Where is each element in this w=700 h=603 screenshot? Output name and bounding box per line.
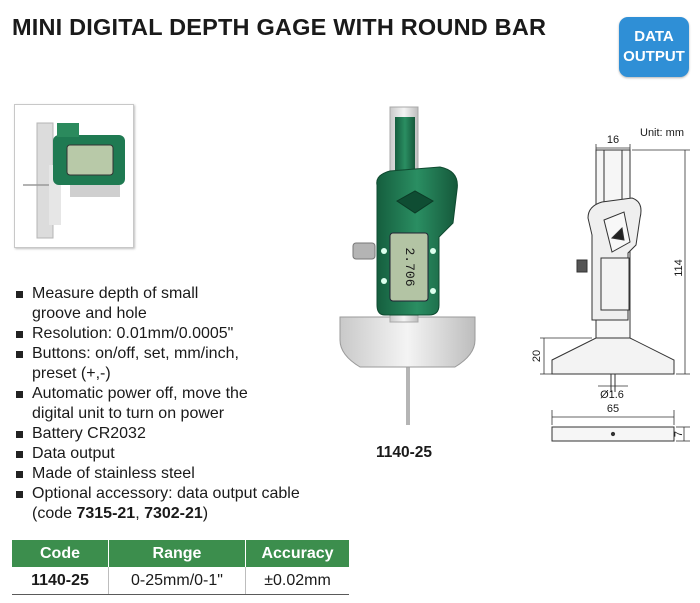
dim-top-width: 16 xyxy=(607,134,619,146)
header-accuracy: Accuracy xyxy=(245,540,349,567)
dim-total-height: 114 xyxy=(673,259,685,277)
header-range: Range xyxy=(108,540,246,567)
dim-base-height: 20 xyxy=(531,350,543,362)
data-output-badge: DATA OUTPUT xyxy=(619,17,689,77)
base-block xyxy=(339,316,476,368)
feature-list: Measure depth of small groove and hole R… xyxy=(14,284,332,524)
accessory-separator: , xyxy=(135,505,145,522)
accessory-suffix: ) xyxy=(202,505,209,522)
page-title: MINI DIGITAL DEPTH GAGE WITH ROUND BAR xyxy=(12,14,547,40)
lcd-reading: 2.706 xyxy=(402,247,417,286)
feature-item: Measure depth of small groove and hole xyxy=(14,284,332,324)
badge-line-2: OUTPUT xyxy=(623,48,685,65)
dim-base-width: 65 xyxy=(607,403,619,415)
set-button xyxy=(430,248,436,254)
model-label: 1140-25 xyxy=(376,444,433,461)
inset-product-photo xyxy=(14,104,134,248)
accessory-code-2: 7302-21 xyxy=(144,505,203,522)
dim-base-thickness: 7 xyxy=(673,431,685,437)
preset-button xyxy=(381,278,387,284)
cell-code: 1140-25 xyxy=(12,567,109,595)
feature-text: Resolution: 0.01mm/0.0005" xyxy=(32,325,234,342)
unit-label: Unit: mm xyxy=(640,127,684,139)
product-illustration: 2.706 xyxy=(339,106,476,425)
drawing-knob xyxy=(576,259,588,273)
feature-item: Battery CR2032 xyxy=(14,424,332,444)
drawing-base xyxy=(551,337,675,375)
feature-item: Optional accessory: data output cable (c… xyxy=(14,484,332,524)
feature-text: Buttons: on/off, set, mm/inch, preset (+… xyxy=(32,345,239,382)
spec-table-header-row: Code Range Accuracy xyxy=(12,540,349,567)
feature-text: Automatic power off, move the digital un… xyxy=(32,385,248,422)
table-row: 1140-25 0-25mm/0-1" ±0.02mm xyxy=(12,567,349,595)
mm-inch-button xyxy=(381,248,387,254)
feature-item: Data output xyxy=(14,444,332,464)
feature-item: Made of stainless steel xyxy=(14,464,332,484)
feature-item: Resolution: 0.01mm/0.0005" xyxy=(14,324,332,344)
spec-table: Code Range Accuracy 1140-25 0-25mm/0-1" … xyxy=(12,540,349,595)
feature-item: Automatic power off, move the digital un… xyxy=(14,384,332,424)
technical-drawing: 16 114 20 Ø1.6 65 7 xyxy=(531,134,690,442)
header-code: Code xyxy=(12,540,109,567)
on-off-button xyxy=(430,288,436,294)
cell-range: 0-25mm/0-1" xyxy=(108,567,246,595)
depth-rod xyxy=(406,340,410,425)
feature-text: Measure depth of small groove and hole xyxy=(32,285,199,322)
feature-item: Buttons: on/off, set, mm/inch, preset (+… xyxy=(14,344,332,384)
badge-line-1: DATA xyxy=(634,28,674,45)
side-knob xyxy=(352,242,376,260)
cell-accuracy: ±0.02mm xyxy=(245,567,349,595)
dim-rod-diameter: Ø1.6 xyxy=(600,389,624,401)
top-button xyxy=(396,190,434,214)
accessory-text: Optional accessory: data output cable (c… xyxy=(32,485,300,522)
feature-text: Battery CR2032 xyxy=(32,425,146,442)
feature-text: Made of stainless steel xyxy=(32,465,195,482)
feature-text: Data output xyxy=(32,445,115,462)
lcd-display xyxy=(389,232,429,302)
feature-text: Optional accessory: data output cable (c… xyxy=(32,484,332,524)
inset-gauge-illustration xyxy=(15,105,133,247)
accessory-code-1: 7315-21 xyxy=(76,505,136,522)
